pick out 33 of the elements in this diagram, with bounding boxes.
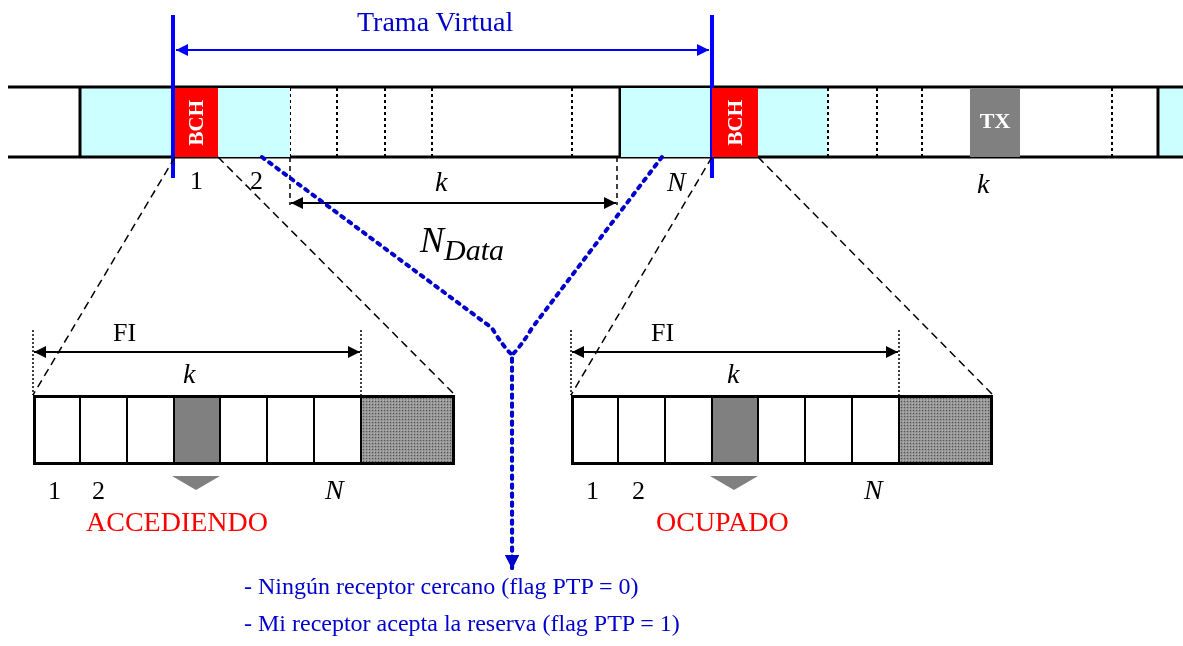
slot-number: 1: [586, 478, 599, 504]
bch-slot: BCH: [712, 88, 758, 157]
dimension-label: FI: [651, 320, 675, 346]
slot-box: [621, 88, 710, 157]
state-label: OCUPADO: [656, 508, 789, 536]
note-text: - Mi receptor acepta la reserva (flag PTP = 1): [244, 608, 680, 638]
slot-number: 1: [190, 168, 203, 194]
bch-slot: BCH: [175, 88, 218, 157]
subframe-bar: [33, 395, 455, 465]
zoom-line: [217, 156, 456, 396]
dimension-label: k: [727, 360, 740, 388]
slot-number: N: [667, 168, 686, 196]
slot-number: N: [864, 476, 883, 504]
slot-number: 2: [632, 478, 645, 504]
state-label: ACCEDIENDO: [86, 508, 268, 536]
dimension-label: FI: [113, 320, 137, 346]
zoom-line: [570, 156, 713, 396]
slot-number: 2: [92, 478, 105, 504]
note-text: - Ningún receptor cercano (flag PTP = 0): [244, 572, 639, 601]
dimension-label: k: [183, 360, 196, 388]
slot-box: [218, 88, 290, 157]
dimension-label: k: [435, 168, 448, 196]
zoom-line: [757, 156, 994, 396]
zoom-line: [32, 156, 176, 396]
slot-number: N: [325, 476, 344, 504]
dimension-label: k: [977, 170, 990, 198]
slot-number: 2: [250, 168, 263, 194]
subframe-bar: [571, 395, 993, 465]
dimension-label: N$_{Data}$: [420, 222, 504, 266]
arrow: [505, 155, 664, 570]
slot-number: 1: [48, 478, 61, 504]
dimension-label: Trama Virtual: [357, 8, 514, 36]
tx-slot: TX: [970, 88, 1020, 157]
